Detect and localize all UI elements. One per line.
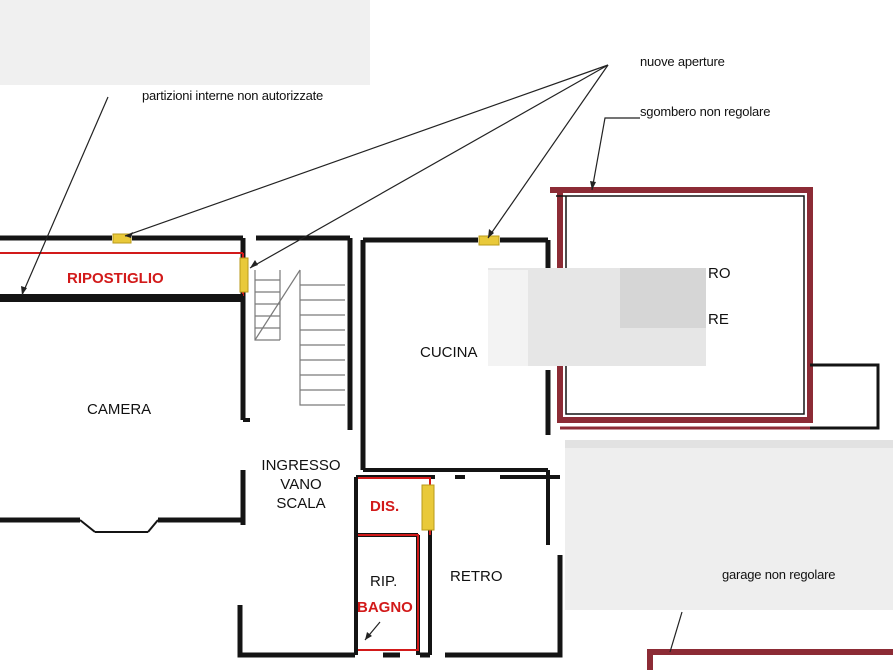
blurred-area-right	[565, 440, 893, 610]
room-label-ingresso: INGRESSO VANO SCALA	[250, 456, 352, 513]
leader-lines	[21, 64, 683, 653]
camera-doors	[79, 519, 159, 533]
ingresso-line-1: INGRESSO	[261, 457, 341, 474]
ingresso-line-2: VANO	[280, 476, 322, 493]
room-label-sgombero-fragment-1: RO	[708, 265, 731, 282]
leader-arrows	[21, 181, 596, 640]
new-openings	[112, 233, 500, 531]
note-new-openings: nuove aperture	[640, 54, 725, 69]
blurred-header-area	[0, 0, 370, 85]
room-label-dis: DIS.	[370, 498, 400, 515]
garage-outline	[647, 649, 893, 670]
room-label-cucina: CUCINA	[420, 344, 478, 361]
room-label-bagno: BAGNO	[357, 599, 413, 616]
ripostiglio-partition-wall	[0, 294, 243, 302]
room-label-retro: RETRO	[450, 568, 503, 585]
room-label-ripostiglio: RIPOSTIGLIO	[67, 270, 164, 287]
room-label-camera: CAMERA	[87, 401, 152, 418]
room-label-rip: RIP.	[370, 573, 398, 590]
note-garages: garage non regolare	[722, 567, 836, 582]
staircase	[254, 269, 345, 406]
room-label-sgombero-fragment-2: RE	[708, 311, 729, 328]
note-partitions: partizioni interne non autorizzate	[142, 88, 324, 103]
ingresso-line-3: SCALA	[276, 495, 326, 512]
note-clearance: sgombero non regolare	[640, 104, 771, 119]
